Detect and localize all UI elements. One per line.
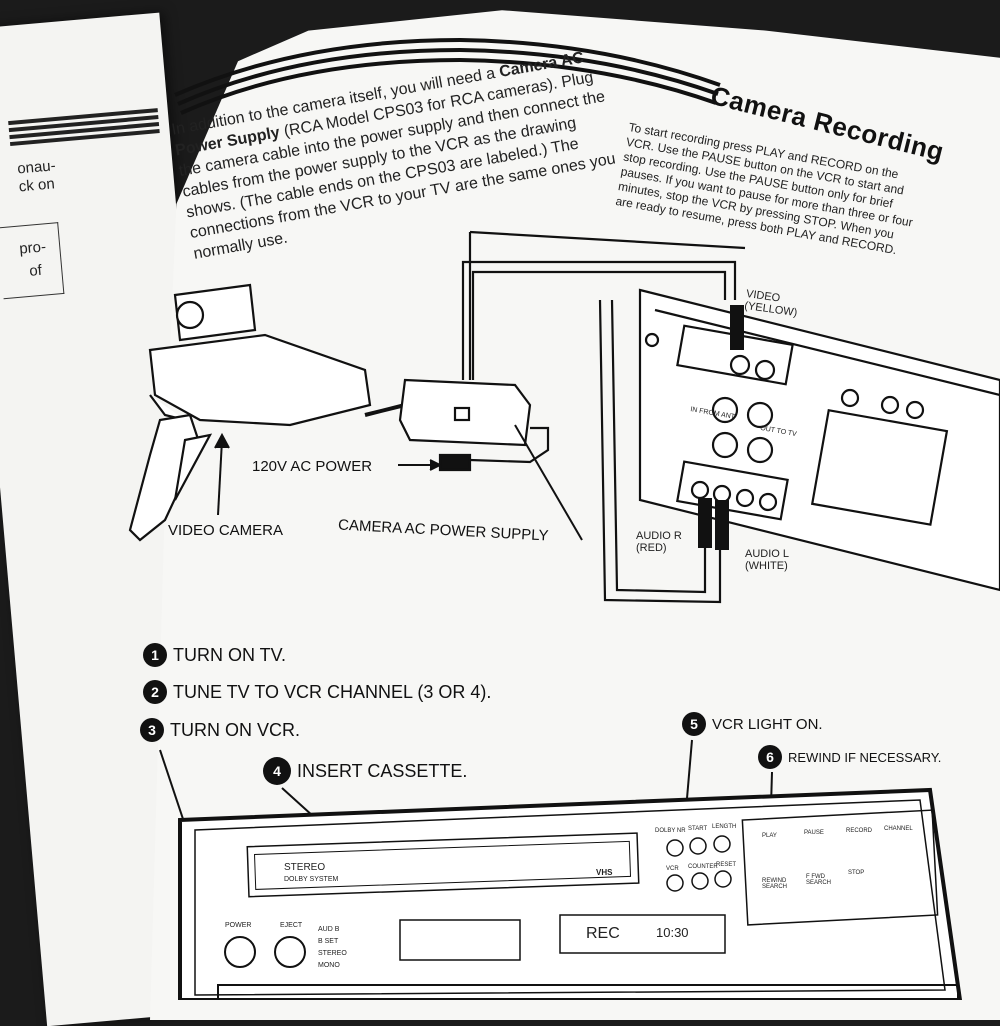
- vcr-channel-label: CHANNEL: [884, 826, 913, 832]
- vcr-length: LENGTH: [712, 824, 737, 830]
- label-ac-power: 120V AC POWER: [252, 458, 373, 475]
- vcr-power-label: POWER: [225, 922, 252, 929]
- step-text: TURN ON VCR.: [170, 719, 300, 740]
- vcr-start: START: [688, 826, 708, 832]
- vcr-stop-label: STOP: [848, 870, 865, 876]
- vcr-reset: RESET: [716, 862, 737, 868]
- vcr-eject-label: EJECT: [280, 922, 303, 929]
- step-number: 4: [263, 757, 291, 785]
- power-supply-drawing: [398, 378, 550, 472]
- label-video-camera: VIDEO CAMERA: [168, 522, 284, 539]
- step-number: 2: [143, 680, 167, 704]
- step-text: VCR LIGHT ON.: [712, 715, 823, 733]
- vcr-rewind-label: REWIND SEARCH: [762, 878, 788, 890]
- cables: [461, 230, 746, 604]
- camera-cable: [364, 403, 406, 417]
- vcr-vhs-logo: VHS: [596, 868, 613, 877]
- step-5: 5 VCR LIGHT ON.: [682, 712, 823, 736]
- vcr-rec-display: REC: [586, 925, 620, 942]
- vcr-counter: COUNTER: [688, 864, 718, 870]
- vcr-bset-label: B SET: [318, 938, 339, 945]
- step-6: 6 REWIND IF NECESSARY.: [758, 745, 941, 769]
- video-camera-drawing: [128, 283, 372, 542]
- vcr-stereo-label: STEREO: [284, 862, 326, 873]
- step-3: 3 TURN ON VCR.: [140, 718, 300, 742]
- vcr-front-panel: [178, 787, 963, 1000]
- step-number: 1: [143, 643, 167, 667]
- rca-plugs: [698, 305, 744, 550]
- vcr-dolby-label: DOLBY SYSTEM: [284, 876, 339, 883]
- vcr-vcr-button-label: VCR: [666, 866, 679, 872]
- book-photo: onau- ck on pro- of: [0, 10, 1000, 1026]
- vcr-dolby-nr: DOLBY NR: [655, 828, 686, 834]
- vcr-time-display: 10:30: [656, 925, 689, 940]
- vcr-stereo2-label: STEREO: [318, 950, 347, 957]
- step-text: INSERT CASSETTE.: [297, 760, 468, 781]
- step-2: 2 TUNE TV TO VCR CHANNEL (3 OR 4).: [143, 680, 491, 704]
- step-number: 3: [140, 718, 164, 742]
- label-audio-l: AUDIO L (WHITE): [745, 548, 789, 572]
- vcr-pause-label: PAUSE: [804, 830, 824, 836]
- vcr-rear-panel: [638, 288, 1000, 592]
- label-audio-r: AUDIO R (RED): [636, 530, 682, 554]
- vcr-audb-label: AUD B: [318, 926, 340, 933]
- step-4: 4 INSERT CASSETTE.: [263, 757, 467, 785]
- step-number: 5: [682, 712, 706, 736]
- step-text: REWIND IF NECESSARY.: [788, 749, 942, 765]
- step-1: 1 TURN ON TV.: [143, 643, 286, 667]
- step-number: 6: [758, 745, 782, 769]
- vcr-record-label: RECORD: [846, 828, 873, 834]
- step-text: TUNE TV TO VCR CHANNEL (3 OR 4).: [173, 681, 492, 702]
- step-text: TURN ON TV.: [173, 644, 287, 665]
- vcr-ffwd-label: F FWD SEARCH: [806, 874, 832, 886]
- header-stripes: [174, 37, 721, 115]
- vcr-mono-label: MONO: [318, 962, 340, 969]
- page-art: [128, 37, 1000, 1000]
- vcr-play-label: PLAY: [762, 833, 777, 839]
